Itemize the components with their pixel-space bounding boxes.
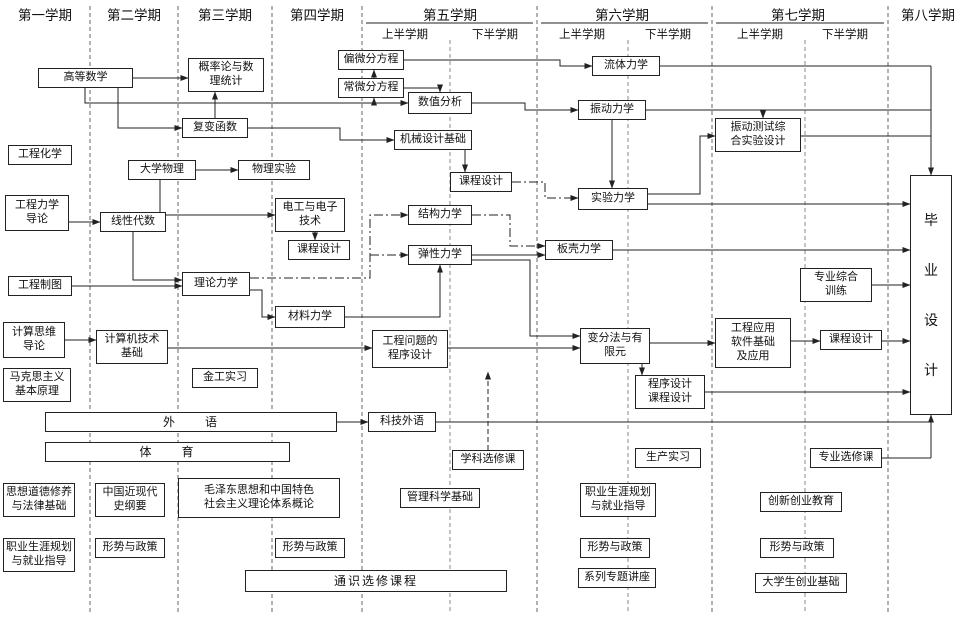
course-box-ode: 常微分方程 [338,78,404,98]
half-semester-label-6-2: 下半学期 [645,29,691,41]
course-box-innovation-entrepreneurship: 创新创业教育 [760,492,842,512]
semester-label-3: 第三学期 [198,8,252,23]
course-box-course-design-7: 课程设计 [820,330,882,350]
semester-label-2: 第二学期 [107,8,161,23]
half-semester-label-7-1: 上半学期 [737,29,783,41]
course-box-career-planning-6: 职业生涯规划 与就业指导 [580,483,656,517]
course-box-situation-policy-2: 形势与政策 [95,538,165,558]
course-box-plate-shell-mechanics: 板壳力学 [545,240,613,260]
half-semester-label-5-1: 上半学期 [382,29,428,41]
edge-7 [404,84,443,93]
half-semester-label-7-2: 下半学期 [822,29,868,41]
edge-23 [512,181,579,201]
course-box-vibration-mechanics: 振动力学 [578,100,646,120]
course-box-graduation-design: 毕 业 设 计 [910,175,952,415]
course-box-complex-functions: 复变函数 [182,118,248,138]
course-box-ideology-morality: 思想道德修养 与法律基础 [3,483,75,517]
course-box-management-science: 管理科学基础 [400,488,480,508]
course-box-situation-policy-6: 形势与政策 [580,538,650,558]
course-box-engineering-drawing: 工程制图 [8,276,72,296]
edge-8 [472,102,579,113]
course-box-metalworking-practice: 金工实习 [192,368,258,388]
course-box-lecture-series: 系列专题讲座 [578,568,656,588]
course-box-numerical-analysis: 数值分析 [408,92,472,114]
course-box-structural-mechanics: 结构力学 [408,205,472,225]
course-box-intro-engineering-mechanics: 工程力学 导论 [5,195,69,231]
course-box-engineering-software: 工程应用 软件基础 及应用 [715,318,791,368]
half-semester-label-5-2: 下半学期 [472,29,518,41]
course-box-course-design-5: 课程设计 [450,172,512,192]
course-box-modern-chinese-history: 中国近现代 史纲要 [95,483,165,517]
course-box-probability-statistics: 概率论与数 理统计 [188,58,264,92]
course-box-sci-tech-foreign-language: 科技外语 [368,412,436,432]
course-box-physical-education: 体 育 [45,442,290,462]
semester-label-1: 第一学期 [18,8,72,23]
course-box-computational-thinking: 计算思维 导论 [3,322,65,358]
course-box-linear-algebra: 线性代数 [100,212,166,232]
edge-16 [132,232,183,283]
edge-13 [159,180,276,218]
course-box-course-design-4: 课程设计 [288,240,350,260]
semester-label-4: 第四学期 [290,8,344,23]
course-box-vibration-test-design: 振动测试综 合实验设计 [715,118,801,152]
course-box-career-planning-1: 职业生涯规划 与就业指导 [3,538,75,572]
course-box-mao-theory: 毛泽东思想和中国特色 社会主义理论体系概论 [178,478,340,518]
semester-label-6: 第六学期 [595,8,649,23]
course-box-material-mechanics: 材料力学 [275,306,345,328]
course-box-theoretical-mechanics: 理论力学 [182,272,250,296]
edge-6 [404,59,593,69]
semester-label-8: 第八学期 [901,8,955,23]
course-box-elective-discipline: 学科选修课 [452,450,524,470]
course-box-pde: 偏微分方程 [338,50,404,70]
course-box-professional-comprehensive-training: 专业综合 训练 [800,268,872,302]
course-box-electrical-electronics: 电工与电子 技术 [275,198,345,232]
edge-21 [472,214,546,249]
course-box-computer-tech-basics: 计算机技术 基础 [96,330,168,364]
course-box-foreign-language: 外 语 [45,412,337,432]
edge-17 [250,289,276,320]
course-box-elective-professional: 专业选修课 [810,448,882,468]
course-box-college-physics: 大学物理 [128,160,196,180]
course-box-production-practice: 生产实习 [635,448,701,468]
course-box-marxism-principles: 马克思主义 基本原理 [3,368,71,402]
course-box-experimental-mechanics: 实验力学 [578,188,648,210]
edge-18 [250,212,409,279]
course-box-mechanical-design-basics: 机械设计基础 [394,130,472,150]
course-box-programming-for-engineering: 工程问题的 程序设计 [372,330,448,368]
course-box-entrepreneurship-basics: 大学生创业基础 [755,573,847,593]
course-box-fluid-mechanics: 流体力学 [592,56,660,76]
course-box-elasticity: 弹性力学 [408,245,472,265]
course-box-engineering-chemistry: 工程化学 [8,145,72,165]
edge-9 [248,127,395,143]
edge-2 [117,88,183,131]
course-box-general-electives: 通识选修课程 [245,570,507,592]
course-box-situation-policy-4: 形势与政策 [275,538,345,558]
course-box-advanced-math: 高等数学 [38,68,133,88]
semester-label-7: 第七学期 [771,8,825,23]
course-box-situation-policy-7: 形势与政策 [760,538,834,558]
half-semester-label-6-1: 上半学期 [559,29,605,41]
course-box-physics-experiment: 物理实验 [238,160,310,180]
edge-26 [648,133,716,195]
course-box-program-course-design: 程序设计 课程设计 [635,375,705,409]
semester-label-5: 第五学期 [423,8,477,23]
edge-3 [84,88,409,106]
edge-20 [345,264,443,318]
edge-34 [472,259,581,339]
course-box-variational-fem: 变分法与有 限元 [580,328,650,364]
